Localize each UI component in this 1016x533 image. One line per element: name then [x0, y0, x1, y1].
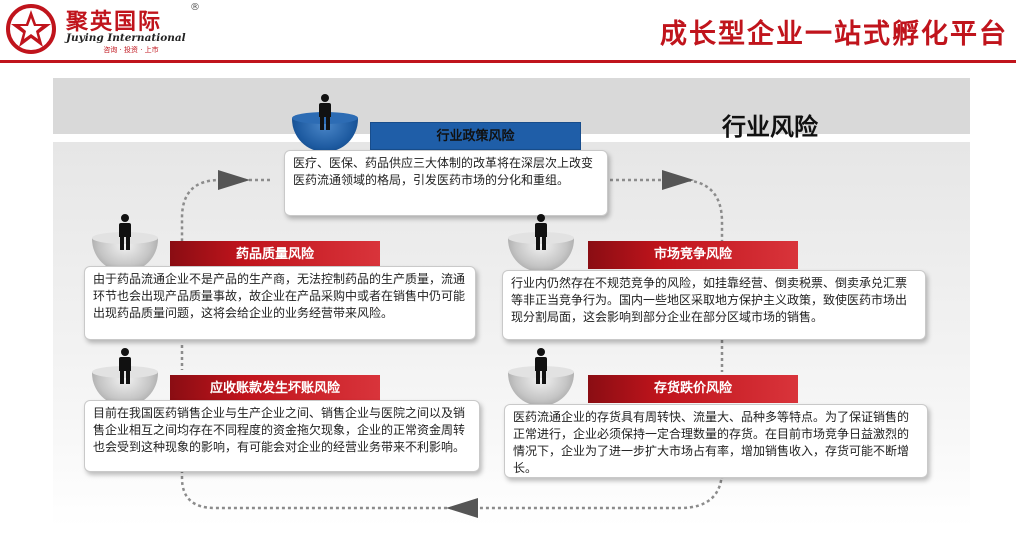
logo-text-cn: 聚英国际 [66, 10, 163, 35]
inventory-risk-title: 存货跌价风险 [588, 375, 798, 403]
star-logo-icon [6, 4, 56, 54]
receivable-risk-title: 应收账款发生坏账风险 [170, 375, 380, 403]
policy-figure [292, 94, 358, 152]
person-icon [317, 94, 333, 134]
arrow-icon [218, 170, 250, 190]
competition-risk-title: 市场竞争风险 [588, 241, 798, 269]
arrow-icon [662, 170, 694, 190]
person-icon [117, 348, 133, 388]
bowl-icon [92, 366, 158, 406]
inventory-risk-text: 医药流通企业的存货具有周转快、流量大、品种多等特点。为了保证销售的正常进行，企业… [504, 404, 928, 478]
policy-risk-title: 行业政策风险 [370, 122, 581, 150]
section-title: 行业风险 [722, 113, 818, 141]
header: 聚英国际 ® Juying International 咨询 · 投资 · 上市… [0, 0, 1016, 58]
arrow-icon [446, 498, 478, 518]
logo-subtitle: 咨询 · 投资 · 上市 [103, 46, 159, 54]
quality-risk-title: 药品质量风险 [170, 241, 380, 269]
logo-text-en: Juying International [66, 32, 186, 44]
person-icon [533, 214, 549, 254]
policy-risk-text: 医疗、医保、药品供应三大体制的改革将在深层次上改变医药流通领域的格局，引发医药市… [284, 150, 608, 216]
person-icon [117, 214, 133, 254]
registered-mark: ® [190, 2, 200, 13]
person-icon [533, 348, 549, 388]
competition-figure [508, 214, 574, 272]
logo[interactable]: 聚英国际 ® Juying International 咨询 · 投资 · 上市 [6, 2, 200, 54]
inventory-figure [508, 348, 574, 406]
receivable-risk-text: 目前在我国医药销售企业与生产企业之间、销售企业与医院之间以及销售企业相互之间均存… [84, 400, 480, 472]
slogan: 成长型企业一站式孵化平台 [660, 19, 1008, 50]
quality-figure [92, 214, 158, 272]
header-divider [0, 60, 1016, 63]
competition-risk-text: 行业内仍然存在不规范竞争的风险，如挂靠经营、倒卖税票、倒卖承兑汇票等非正当竞争行… [502, 270, 926, 340]
quality-risk-text: 由于药品流通企业不是产品的生产商，无法控制药品的生产质量，流通环节也会出现产品质… [84, 266, 476, 340]
receivable-figure [92, 348, 158, 406]
